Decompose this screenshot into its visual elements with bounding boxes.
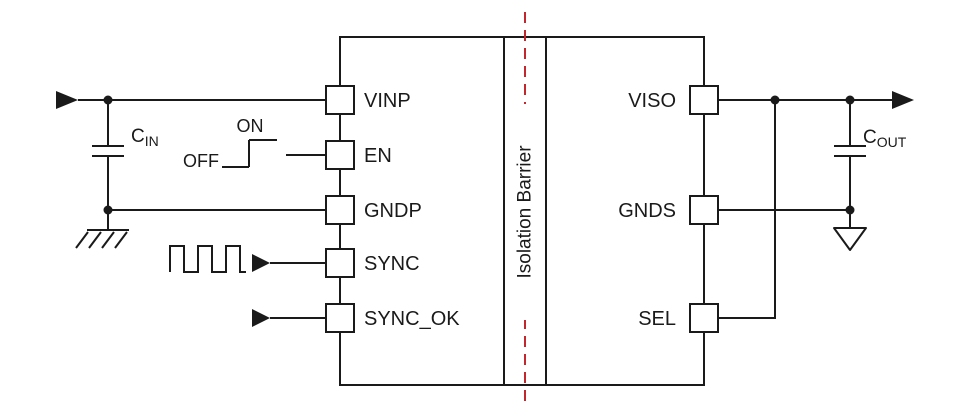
enable-step-waveform: OFF ON <box>183 116 326 171</box>
earth-ground-hatch-3 <box>88 231 102 249</box>
cin-subscript: IN <box>145 133 159 149</box>
left-pin-labels: VINP EN GNDP SYNC SYNC_OK <box>364 90 460 330</box>
pin-viso <box>689 85 719 115</box>
wire-sel <box>718 100 776 319</box>
pin-label-en: EN <box>364 145 392 167</box>
pin-label-gndp: GNDP <box>364 200 422 222</box>
sync-arrow-icon <box>252 254 270 272</box>
pin-sel <box>689 303 719 333</box>
earth-ground-hatch-4 <box>75 231 89 249</box>
earth-ground-hatch-1 <box>114 231 128 249</box>
pin-en <box>325 140 355 170</box>
pin-sync <box>325 248 355 278</box>
sync-pulse-waveform <box>169 245 326 273</box>
sync-ok-arrow-icon <box>252 309 270 327</box>
left-pin-squares <box>325 85 355 333</box>
pin-label-sync-ok: SYNC_OK <box>364 308 460 330</box>
pin-label-gnds: GNDS <box>618 200 676 222</box>
enable-off-label: OFF <box>183 151 219 171</box>
pin-gndp <box>325 195 355 225</box>
net-viso <box>718 91 914 109</box>
cin-symbol: C <box>131 126 145 147</box>
input-arrow-icon <box>56 91 78 109</box>
pin-sync-ok <box>325 303 355 333</box>
enable-on-label: ON <box>237 116 264 136</box>
cout-symbol: C <box>863 127 877 148</box>
ground-triangle-icon <box>833 227 867 251</box>
cout-subscript: OUT <box>877 134 907 150</box>
net-vinp <box>56 91 326 109</box>
pulse-train-icon <box>169 245 246 273</box>
isolation-barrier-label: Isolation Barrier <box>515 145 536 279</box>
pin-label-sel: SEL <box>638 308 676 330</box>
pin-gnds <box>689 195 719 225</box>
capacitor-cout: COUT <box>834 100 907 228</box>
right-pin-squares <box>689 85 719 333</box>
pin-vinp <box>325 85 355 115</box>
right-pin-labels: VISO GNDS SEL <box>618 90 676 330</box>
earth-ground-icon <box>75 229 129 249</box>
sync-ok-input <box>252 309 326 327</box>
cout-label: COUT <box>863 127 907 150</box>
earth-ground-hatch-2 <box>101 231 115 249</box>
pin-label-vinp: VINP <box>364 90 411 112</box>
cin-label: CIN <box>131 126 159 149</box>
pin-label-sync: SYNC <box>364 253 420 275</box>
output-arrow-icon <box>892 91 914 109</box>
pin-label-viso: VISO <box>628 90 676 112</box>
isolation-label-backing <box>510 104 540 320</box>
